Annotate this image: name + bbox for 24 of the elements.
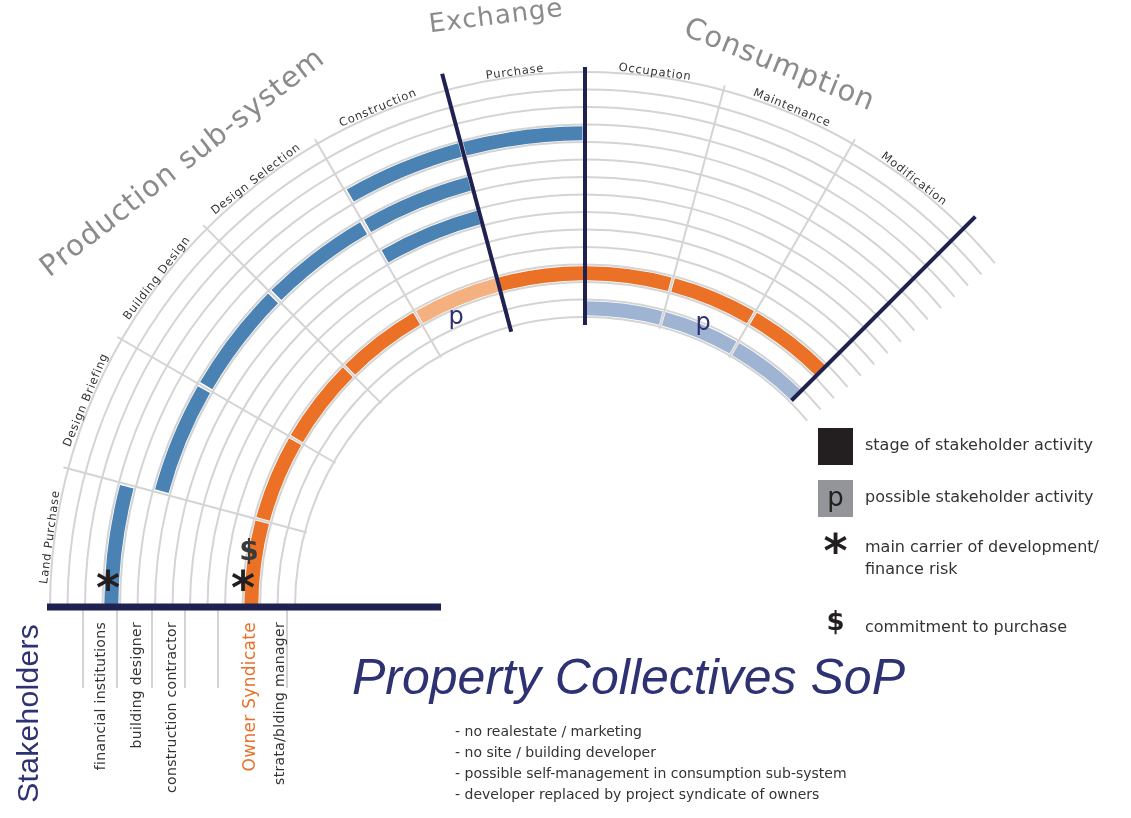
stage-label: Land Purchase [37, 489, 62, 585]
note-text: - developer replaced by project syndicate of owners [455, 785, 821, 804]
possible-activity-mark: p [695, 310, 711, 334]
section-heading: Exchange [427, 0, 565, 37]
axis-title: Stakeholders [10, 624, 44, 803]
possible-activity-mark: p [448, 304, 464, 328]
stakeholder-label: strata/blding manager [272, 622, 288, 785]
stakeholder-label: building designer [129, 622, 145, 749]
note-text: - possible self-management in consumption sub-system [455, 764, 847, 783]
diagram-title: Property Collectives SoP [352, 650, 905, 705]
stakeholder-label: construction contractor [164, 622, 180, 793]
legend-text: stage of stakeholder activity [865, 434, 1094, 456]
note-text: - no realestate / marketing [455, 722, 643, 741]
legend-symbol: $ [826, 608, 845, 634]
legend-text: possible stakeholder activity [865, 486, 1095, 508]
legend-symbol: * [823, 528, 848, 574]
legend-text: main carrier of development/ finance risk [865, 536, 1100, 580]
note-text: - no site / building developer [455, 743, 657, 762]
purchase-commitment-mark: $ [239, 537, 259, 565]
stage-label: Purchase [484, 62, 545, 82]
stakeholder-label: financial institutions [93, 622, 109, 771]
legend-symbol: p [827, 483, 844, 510]
legend-text: commitment to purchase [865, 616, 1068, 638]
stakeholder-label: Owner Syndicate [239, 622, 259, 772]
